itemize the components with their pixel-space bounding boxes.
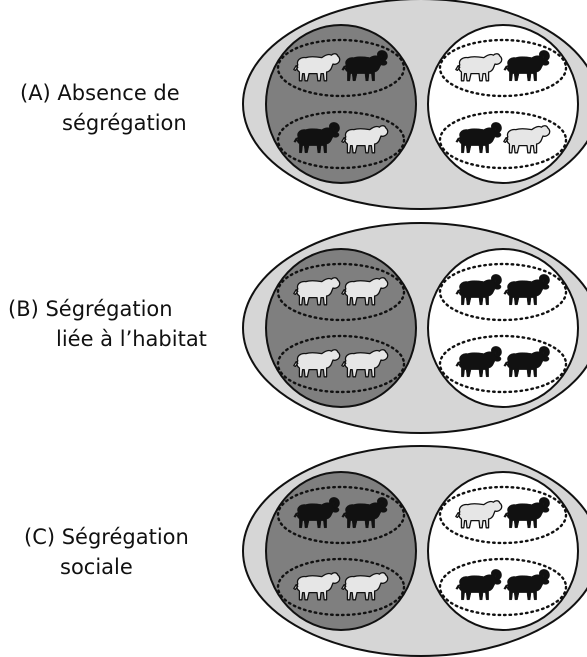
habitat-ellipse	[265, 24, 417, 184]
social-group	[438, 110, 568, 170]
social-group	[438, 38, 568, 98]
social-group-ring	[438, 262, 568, 322]
row-label-b: (B) Ségrégation liée à l’habitat	[8, 294, 207, 354]
habitat-ellipse	[265, 248, 417, 408]
social-group-ring	[276, 262, 406, 322]
habitat-ellipse	[427, 24, 579, 184]
scenario-c	[242, 445, 587, 657]
social-group	[438, 334, 568, 394]
social-group	[438, 262, 568, 322]
social-group	[276, 557, 406, 617]
social-group-ring	[438, 557, 568, 617]
row-label-a-line1: (A) Absence de	[20, 81, 180, 105]
social-group-ring	[438, 110, 568, 170]
row-label-b-line1: (B) Ségrégation	[8, 297, 173, 321]
social-group	[276, 110, 406, 170]
scenario-b	[242, 222, 587, 434]
social-group-ring	[276, 38, 406, 98]
row-label-c-line1: (C) Ségrégation	[24, 525, 189, 549]
habitat-patch-light	[427, 24, 579, 184]
habitat-patch-dark	[265, 24, 417, 184]
social-group-ring	[276, 334, 406, 394]
social-group-ring	[276, 110, 406, 170]
social-group-ring	[438, 485, 568, 545]
social-group	[276, 334, 406, 394]
social-group	[276, 262, 406, 322]
social-group-ring	[276, 557, 406, 617]
habitat-patch-dark	[265, 471, 417, 631]
habitat-patch-light	[427, 471, 579, 631]
social-group	[276, 485, 406, 545]
row-label-c: (C) Ségrégation sociale	[24, 522, 189, 582]
row-label-c-line2: sociale	[60, 555, 133, 579]
habitat-patch-light	[427, 248, 579, 408]
social-group-ring	[438, 38, 568, 98]
social-group	[276, 38, 406, 98]
row-label-a: (A) Absence de ségrégation	[20, 78, 187, 138]
social-group	[438, 557, 568, 617]
habitat-ellipse	[265, 471, 417, 631]
social-group-ring	[438, 334, 568, 394]
social-group	[438, 485, 568, 545]
scenario-a	[242, 0, 587, 210]
habitat-patch-dark	[265, 248, 417, 408]
social-group-ring	[276, 485, 406, 545]
habitat-ellipse	[427, 248, 579, 408]
habitat-ellipse	[427, 471, 579, 631]
row-label-b-line2: liée à l’habitat	[56, 327, 207, 351]
row-label-a-line2: ségrégation	[62, 111, 187, 135]
